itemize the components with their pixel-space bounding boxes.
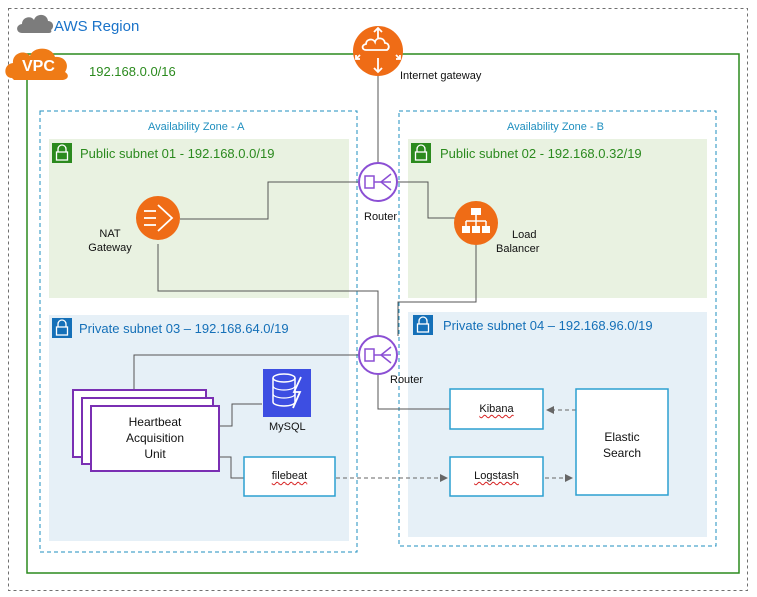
nat-to-private-router-line (157, 244, 379, 336)
lock-icon (52, 143, 72, 163)
vpc-cidr-label: 192.168.0.0/16 (89, 64, 176, 79)
vpc-badge-label: VPC (22, 58, 55, 75)
heartbeat-label: Heartbeat Acquisition Unit (91, 414, 219, 462)
availability-zone-b (398, 110, 717, 547)
router-icon (358, 335, 398, 375)
heartbeat-label-line1: Heartbeat (128, 415, 182, 429)
nat-gateway-label: NAT Gateway (80, 227, 140, 255)
availability-zone-b-title: Availability Zone - B (507, 121, 605, 133)
heartbeat-to-mysql-line (220, 403, 262, 427)
internet-gateway-icon (353, 26, 403, 76)
nat-gateway-icon (136, 196, 180, 240)
router-top-label: Router (364, 211, 398, 223)
mysql-label: MySQL (269, 421, 306, 433)
heartbeat-label-line2: Acquisition (125, 431, 185, 445)
connectors (133, 76, 477, 479)
availability-zone-a (39, 110, 358, 553)
kibana-box (449, 388, 544, 430)
heartbeat-to-filebeat-line (213, 456, 244, 479)
router-to-heartbeat-line (133, 354, 358, 389)
nat-gateway-label-line2: Gateway (88, 242, 132, 254)
load-balancer-label: Load Balancer (496, 228, 539, 256)
nat-gateway-label-line1: NAT (99, 228, 121, 240)
lock-icon (52, 318, 72, 338)
elastic-search-box (575, 388, 669, 496)
vpc-cloud-icon (5, 48, 68, 80)
elastic-search-label-line1: Elastic (604, 430, 640, 444)
private-subnet-04-label: Private subnet 04 – 192.168.96.0/19 (443, 318, 653, 333)
elastic-search-label-line2: Search (602, 446, 642, 460)
router-to-kibana-line (377, 375, 450, 410)
router-to-lb-line (398, 181, 456, 219)
kibana-text: Kibana (479, 403, 514, 415)
load-balancer-label-line2: Balancer (496, 243, 540, 255)
logstash-text: Logstash (474, 470, 519, 482)
router-bottom-label: Router (390, 374, 424, 386)
filebeat-box (243, 456, 336, 497)
aws-cloud-icon (17, 14, 54, 33)
heartbeat-acquisition-unit-stack (72, 389, 220, 472)
logstash-box (449, 456, 544, 497)
lb-to-private-line (397, 245, 477, 336)
lock-icon (411, 143, 431, 163)
nat-to-router-line (180, 181, 358, 220)
public-subnet-01-label: Public subnet 01 - 192.168.0.0/19 (80, 146, 275, 161)
public-subnet-02-label: Public subnet 02 - 192.168.0.32/19 (440, 146, 642, 161)
kibana-label: Kibana (450, 403, 543, 415)
lock-icon (413, 315, 433, 335)
elastic-search-label: Elastic Search (576, 429, 668, 461)
availability-zone-a-title: Availability Zone - A (148, 121, 245, 133)
router-icon (358, 162, 398, 202)
filebeat-label: filebeat (244, 470, 335, 482)
private-subnet-03-label: Private subnet 03 – 192.168.64.0/19 (79, 321, 289, 336)
mysql-icon (263, 369, 311, 417)
filebeat-text: filebeat (271, 470, 308, 482)
load-balancer-label-line1: Load (512, 229, 537, 241)
load-balancer-icon (454, 201, 498, 245)
logstash-label: Logstash (450, 470, 543, 482)
heartbeat-label-line3: Unit (144, 447, 166, 461)
internet-gateway-label: Internet gateway (400, 70, 482, 82)
aws-region-title: AWS Region (54, 18, 140, 35)
